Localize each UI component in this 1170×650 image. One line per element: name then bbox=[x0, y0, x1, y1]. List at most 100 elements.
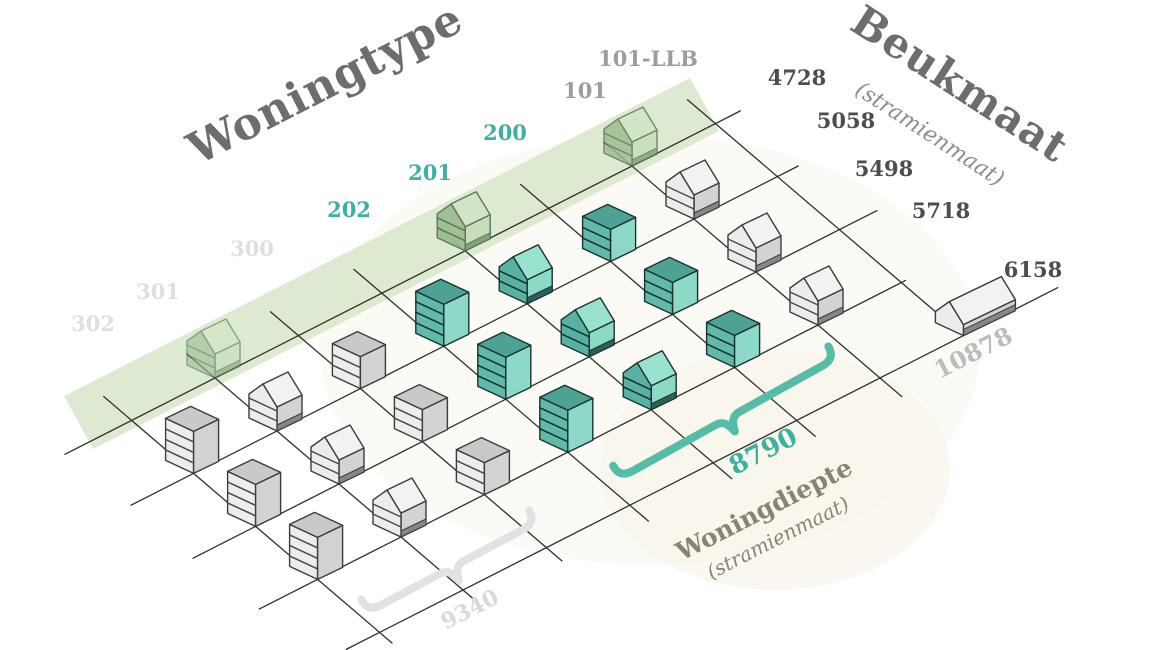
grid-line bbox=[622, 376, 652, 391]
grid-line bbox=[477, 353, 507, 369]
beukmaat-label-4728: 4728 bbox=[768, 65, 826, 90]
house-face bbox=[705, 309, 761, 337]
house-302-5498 bbox=[226, 458, 282, 528]
house-101-5058 bbox=[665, 159, 720, 220]
grid-line bbox=[345, 287, 1059, 650]
house-201-5718 bbox=[622, 350, 677, 411]
grid-line bbox=[288, 555, 319, 570]
grid-line bbox=[64, 110, 742, 455]
grid-line bbox=[665, 195, 695, 210]
woningtype-label-202: 202 bbox=[327, 197, 371, 222]
grid-line bbox=[226, 491, 257, 507]
house-face bbox=[539, 384, 594, 411]
house-face bbox=[288, 511, 344, 539]
grid-line bbox=[539, 427, 569, 443]
woningtype-label-101: 101 bbox=[563, 78, 607, 103]
house-face bbox=[450, 191, 491, 228]
grid-line bbox=[603, 132, 633, 147]
grid-line bbox=[310, 450, 340, 465]
grid-line bbox=[226, 481, 257, 496]
grid-line bbox=[539, 417, 569, 432]
grid-line bbox=[789, 291, 819, 306]
house-302-5718 bbox=[288, 511, 344, 581]
grid-line bbox=[248, 397, 278, 412]
house-face bbox=[636, 350, 677, 387]
beukmaat-label-5058: 5058 bbox=[817, 108, 875, 133]
grid-line bbox=[331, 353, 362, 369]
axis-title-woningtype: Woningtype bbox=[179, 0, 472, 176]
grid-line bbox=[665, 185, 695, 200]
beukmaat-label-5718: 5718 bbox=[912, 198, 970, 223]
grid-line bbox=[581, 237, 612, 252]
grid-line bbox=[477, 364, 507, 379]
house-icons bbox=[164, 106, 1017, 581]
house-301-4728 bbox=[186, 318, 241, 379]
house-201-5058 bbox=[498, 244, 553, 305]
grid-line bbox=[622, 386, 652, 401]
woningtype-label-301: 301 bbox=[136, 279, 180, 304]
house-300-5498 bbox=[393, 383, 449, 443]
woningtype-label-300: 300 bbox=[230, 236, 274, 261]
house-101-4728 bbox=[603, 106, 658, 167]
house-face bbox=[574, 297, 615, 334]
grid-line bbox=[686, 99, 965, 337]
grid-line bbox=[164, 428, 195, 443]
house-face bbox=[477, 331, 532, 358]
house-202-5718 bbox=[539, 384, 594, 453]
house-face bbox=[226, 458, 282, 486]
grid-line bbox=[288, 544, 319, 560]
house-101-LLB-6158 bbox=[934, 275, 1017, 337]
house-face bbox=[386, 477, 427, 514]
dimension-brace-9340 bbox=[357, 506, 536, 612]
cream-blob bbox=[600, 350, 950, 590]
grid-line bbox=[705, 343, 736, 358]
grid-line bbox=[436, 217, 466, 232]
beukmaat-label-6158: 6158 bbox=[1004, 257, 1062, 282]
house-201-5498 bbox=[560, 297, 615, 358]
grid-line bbox=[331, 364, 362, 379]
house-face bbox=[262, 371, 303, 408]
house-face bbox=[617, 106, 658, 143]
grid-line bbox=[643, 279, 674, 295]
grid-line bbox=[789, 301, 819, 316]
grid-line bbox=[164, 449, 195, 464]
house-202-5058 bbox=[415, 278, 470, 347]
grid-line bbox=[498, 270, 528, 285]
grid-line bbox=[560, 333, 590, 348]
grid-line bbox=[560, 323, 590, 338]
house-300-5718 bbox=[455, 436, 511, 496]
woningtype-label-302: 302 bbox=[71, 311, 115, 336]
house-301-5058 bbox=[248, 371, 303, 432]
house-face bbox=[512, 244, 553, 281]
house-face bbox=[581, 203, 637, 231]
grid-line bbox=[415, 300, 445, 316]
house-face bbox=[324, 424, 365, 461]
house-101-5498 bbox=[727, 212, 782, 273]
grid-line bbox=[436, 227, 466, 242]
house-300-5058 bbox=[331, 330, 387, 390]
house-202-5498 bbox=[477, 331, 532, 400]
grid-line bbox=[727, 238, 757, 253]
house-face bbox=[455, 436, 511, 464]
house-200-5498 bbox=[643, 256, 699, 316]
grid-line bbox=[643, 290, 674, 305]
grid-line bbox=[581, 226, 612, 242]
dimension-brace-8790 bbox=[609, 342, 835, 478]
house-face bbox=[803, 265, 844, 302]
grid-line bbox=[539, 406, 569, 422]
axis-value-labels: 101-LLB101200201202300301302472850585498… bbox=[71, 46, 1062, 336]
grid-line bbox=[288, 534, 319, 549]
house-101-5718 bbox=[789, 265, 844, 326]
grid-line bbox=[186, 344, 216, 359]
woningtype-label-201: 201 bbox=[408, 160, 452, 185]
house-face bbox=[948, 275, 1017, 326]
grid-line bbox=[477, 374, 507, 390]
grid-line bbox=[415, 311, 445, 326]
house-face bbox=[393, 383, 449, 411]
woningtype-label-101-LLB: 101-LLB bbox=[598, 46, 698, 71]
house-face bbox=[934, 300, 965, 337]
house-200-5058 bbox=[581, 203, 637, 263]
house-face bbox=[331, 330, 387, 358]
house-200-5718 bbox=[705, 309, 761, 369]
